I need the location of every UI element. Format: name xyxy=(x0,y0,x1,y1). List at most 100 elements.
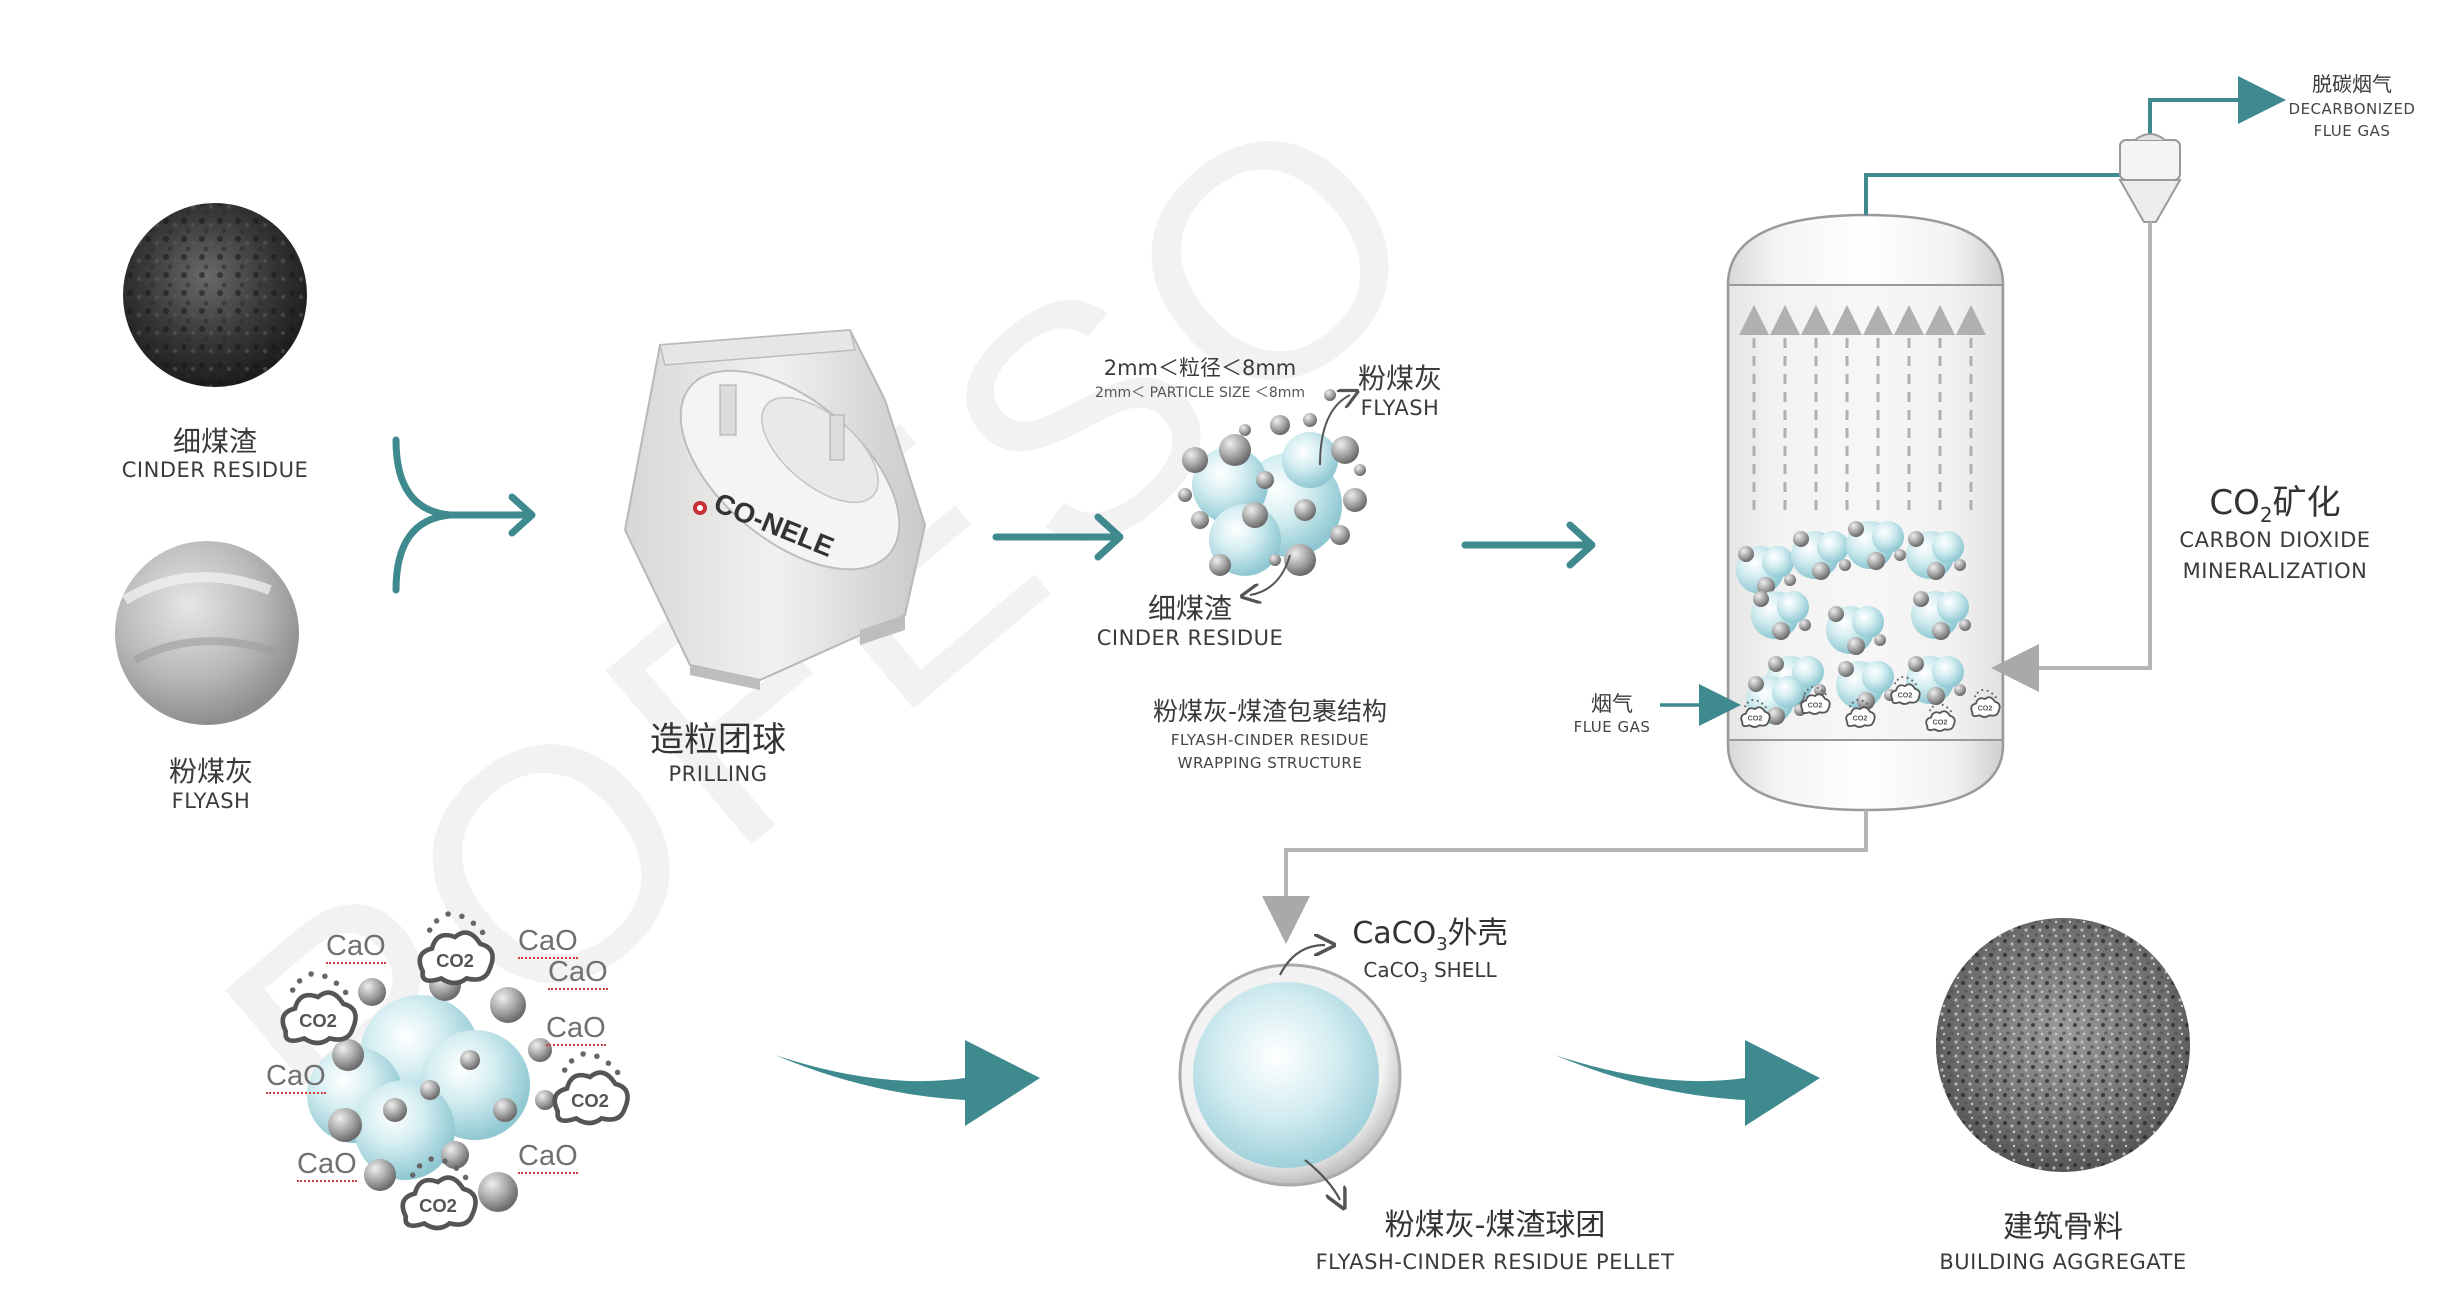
cao-label: CaO xyxy=(518,925,578,959)
bed-ball xyxy=(1927,562,1945,580)
bed-bubble xyxy=(1872,521,1904,553)
co2-cloud-icon: CO2 xyxy=(1890,675,1921,705)
bed-ball xyxy=(1927,687,1945,705)
mineralization-en-1: CARBON DIOXIDE xyxy=(2179,528,2371,552)
bed-ball xyxy=(1784,574,1796,586)
bed-ball xyxy=(1753,591,1769,607)
bed-bubble xyxy=(1777,591,1809,623)
outlet-label-en-1: DECARBONIZED xyxy=(2288,100,2416,118)
mineralization-en-2: MINERALIZATION xyxy=(2182,559,2368,583)
prilling-label-en: PRILLING xyxy=(668,762,768,786)
bed-bubble xyxy=(1862,661,1894,693)
bed-bubble xyxy=(1792,656,1824,688)
bed-ball xyxy=(1874,634,1886,646)
bed-bubble xyxy=(1852,606,1884,638)
particle-size-en: 2mm＜ PARTICLE SIZE ＜8mm xyxy=(1094,385,1306,401)
bed-ball xyxy=(1908,531,1924,547)
reaction-ball xyxy=(383,1098,407,1122)
particle-cluster xyxy=(1178,389,1367,595)
bed-ball xyxy=(1839,559,1851,571)
bed-ball xyxy=(1767,707,1785,725)
bed-ball xyxy=(1768,656,1784,672)
merge-arrow xyxy=(392,436,536,594)
bed-ball xyxy=(1932,622,1950,640)
reaction-ball xyxy=(490,987,526,1023)
flue-gas-label-en: FLUE GAS xyxy=(1573,718,1651,736)
pellet-label-cn: 粉煤灰-煤渣球团 xyxy=(1384,1208,1606,1243)
prilling-machine: CO-NELE xyxy=(623,328,927,690)
svg-text:CO2: CO2 xyxy=(1853,714,1868,723)
particle-flyash-en: FLYASH xyxy=(1360,396,1440,420)
bed-ball xyxy=(1838,661,1854,677)
cao-label: CaO xyxy=(326,930,386,964)
gas-flow-lines xyxy=(1739,305,1986,510)
swoosh-arrow-2 xyxy=(1555,1040,1820,1126)
shell-title: CaCO3外壳 xyxy=(1352,916,1508,955)
arrow-to-reactor xyxy=(1461,521,1596,569)
reaction-ball xyxy=(358,978,386,1006)
outlet-label-cn: 脱碳烟气 xyxy=(2312,72,2392,96)
co2-cloud-icon: CO2 xyxy=(1845,698,1876,728)
bed-ball xyxy=(1954,559,1966,571)
bed-ball xyxy=(1772,622,1790,640)
reaction-ball xyxy=(528,1038,552,1062)
arrow-to-particle xyxy=(992,513,1124,561)
reaction-ball xyxy=(328,1108,362,1142)
bed-ball xyxy=(1799,619,1811,631)
co2-cloud-icon: CO2 xyxy=(1970,688,2001,718)
bed-ball xyxy=(1748,676,1764,692)
svg-text:CO2: CO2 xyxy=(436,950,474,971)
co2-cloud-icon: CO2 xyxy=(1925,702,1956,732)
particle-cinder-cn: 细煤渣 xyxy=(1147,592,1233,625)
aggregate-label-cn: 建筑骨料 xyxy=(2003,1210,2123,1245)
flyash-label-cn: 粉煤灰 xyxy=(168,755,254,788)
cinder-photo xyxy=(123,203,307,387)
co2-cloud-icon: CO2 xyxy=(280,971,358,1046)
bed-bubble xyxy=(1772,676,1804,708)
svg-text:CO2: CO2 xyxy=(1748,714,1763,723)
cinder-label-en: CINDER RESIDUE xyxy=(121,458,309,482)
particle-flyash-cn: 粉煤灰 xyxy=(1357,362,1443,395)
bed-bubble xyxy=(1937,591,1969,623)
bed-bubble xyxy=(1932,531,1964,563)
bed-ball xyxy=(1828,606,1844,622)
cinder-label-cn: 细煤渣 xyxy=(172,425,258,458)
reaction-ball xyxy=(420,1080,440,1100)
pellet-label-en: FLYASH-CINDER RESIDUE PELLET xyxy=(1315,1250,1675,1274)
recycle-line xyxy=(1991,222,2152,692)
bed-ball xyxy=(1867,552,1885,570)
cao-label: CaO xyxy=(266,1060,326,1094)
co2-cloud-icon: CO2 xyxy=(400,1156,478,1231)
flyash-label-en: FLYASH xyxy=(171,789,251,813)
reaction-ball xyxy=(332,1039,364,1071)
mineralization-title: CO2矿化 xyxy=(2209,483,2341,527)
aggregate-label-en: BUILDING AGGREGATE xyxy=(1939,1250,2187,1274)
reaction-ball xyxy=(460,1050,480,1070)
prilling-label-cn: 造粒团球 xyxy=(650,720,786,760)
bed-ball xyxy=(1848,521,1864,537)
particle-size-cn: 2mm＜粒径＜8mm xyxy=(1103,356,1297,380)
outlet-pipe xyxy=(1864,76,2286,215)
svg-text:CO2: CO2 xyxy=(1978,704,1993,713)
reaction-ball xyxy=(364,1159,396,1191)
reactor-to-pellet-line xyxy=(1262,810,1868,944)
structure-label-cn: 粉煤灰-煤渣包裹结构 xyxy=(1152,697,1388,726)
svg-text:CO2: CO2 xyxy=(299,1010,337,1031)
bed-ball xyxy=(1847,637,1865,655)
bed-ball xyxy=(1908,656,1924,672)
co2-cloud-icon: CO2 xyxy=(552,1051,630,1126)
svg-text:CO2: CO2 xyxy=(1933,718,1948,727)
bed-ball xyxy=(1812,562,1830,580)
bed-bubble xyxy=(1762,546,1794,578)
shell-en: CaCO3 SHELL xyxy=(1363,958,1497,986)
cao-label: CaO xyxy=(297,1148,357,1182)
svg-text:CO2: CO2 xyxy=(1808,701,1823,710)
reaction-ball xyxy=(493,1098,517,1122)
bed-ball xyxy=(1894,549,1906,561)
bed-ball xyxy=(1757,577,1775,595)
bed-ball xyxy=(1913,591,1929,607)
